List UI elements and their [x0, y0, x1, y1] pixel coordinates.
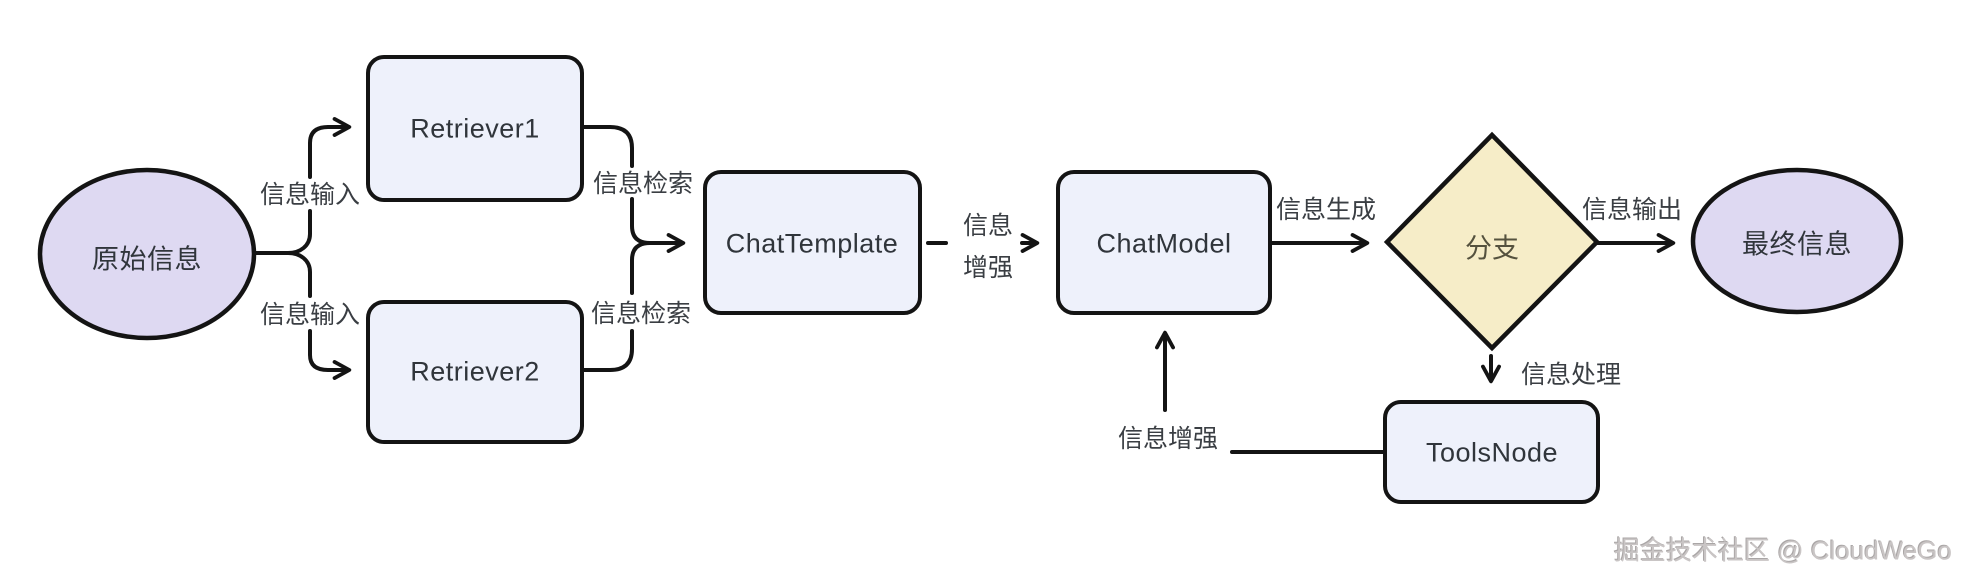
edge-label-augment-line2: 增强: [962, 254, 1014, 282]
edge-origin-retriever2-b: [308, 329, 352, 380]
edge-label-augment-mid: 信息 增强: [963, 205, 1013, 289]
node-chattemplate-label: ChatTemplate: [725, 228, 899, 259]
node-chatmodel-label: ChatModel: [1096, 228, 1232, 259]
edge-label-input-top: 信息输入: [259, 181, 361, 209]
node-retriever2-label: Retriever2: [410, 356, 540, 387]
edge-label-retrieval-bottom: 信息检索: [590, 300, 692, 328]
edge-label-input-bottom: 信息输入: [259, 301, 361, 329]
node-origin-label: 原始信息: [92, 244, 202, 275]
edge-retriever1-merge-a: [580, 125, 634, 168]
edge-label-output: 信息输出: [1581, 196, 1683, 224]
node-branch-diamond: [1383, 131, 1601, 352]
node-branch-label: 分支: [1465, 233, 1519, 264]
node-final-label: 最终信息: [1742, 229, 1852, 260]
edge-origin-retriever2-a: [286, 251, 312, 298]
edge-label-generate: 信息生成: [1275, 196, 1377, 224]
node-toolsnode-label: ToolsNode: [1425, 437, 1559, 468]
watermark-text: 掘金技术社区 @ CloudWeGo: [1614, 535, 1952, 566]
edge-label-retrieval-top: 信息检索: [592, 170, 694, 198]
edge-retriever2-merge-a: [580, 329, 634, 372]
node-final-ellipse: [1690, 167, 1904, 315]
edge-label-augment-line1: 信息: [962, 212, 1014, 240]
edge-retriever2-merge-b: [630, 241, 662, 295]
node-chattemplate-rect: [703, 170, 922, 315]
edge-label-augment-feedback: 信息增强: [1117, 425, 1219, 453]
node-retriever1-label: Retriever1: [410, 113, 540, 144]
edge-retriever1-merge-b: [630, 197, 662, 245]
edge-label-process: 信息处理: [1520, 361, 1622, 389]
edge-origin-retriever1-a: [286, 209, 312, 255]
edge-origin-retriever1-b: [308, 117, 352, 179]
